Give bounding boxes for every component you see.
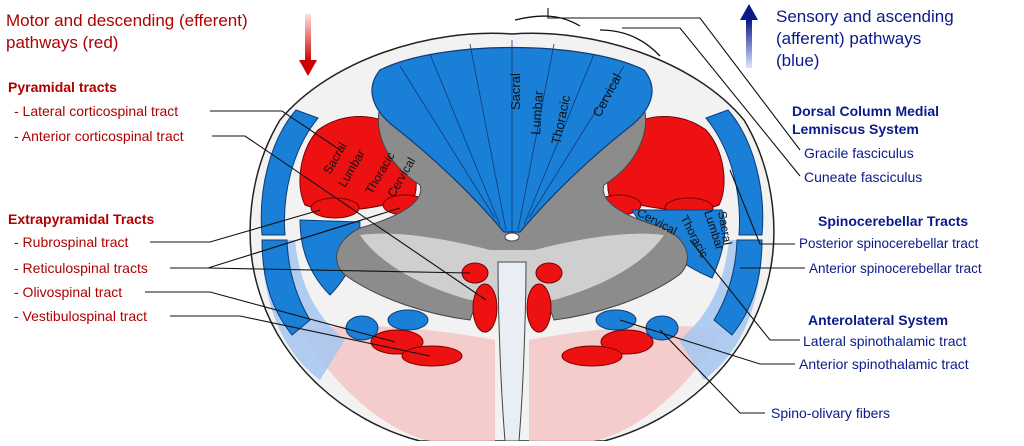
sensory-heading-line2: (afferent) pathways — [776, 29, 922, 48]
central-canal — [504, 232, 520, 242]
cuneate-brace — [599, 29, 661, 57]
sensory-heading-line1: Sensory and ascending — [776, 7, 954, 26]
reticulospinal-label: - Reticulospinal tracts — [14, 260, 148, 276]
right-segment-sacral: Sacral — [715, 210, 735, 246]
anterior-spinocerebellar-right — [713, 239, 763, 336]
spino-olivary-label: Spino-olivary fibers — [771, 405, 891, 421]
gracile-fasciculus-label: Gracile fasciculus — [804, 145, 914, 161]
vestibulospinal-label: - Vestibulospinal tract — [14, 308, 148, 324]
extrapyramidal-title: Extrapyramidal Tracts — [8, 211, 155, 227]
olivospinal-right — [600, 329, 654, 355]
dcml-title-line2: Lemniscus System — [792, 121, 919, 137]
rubrospinal-label: - Rubrospinal tract — [14, 234, 129, 250]
posterior-spinocerebellar-left — [260, 109, 319, 236]
sensory-heading-line3: (blue) — [776, 51, 820, 70]
dcml-title-line1: Dorsal Column Medial — [792, 103, 940, 119]
motor-heading-line2: pathways (red) — [6, 33, 119, 52]
anterior-spinothalamic-right — [595, 309, 637, 331]
dorsal-segment-sacral: Sacral — [508, 73, 523, 110]
olivospinal-left — [370, 329, 424, 355]
rubrospinal-left — [310, 197, 360, 219]
lateral-corticospinal-label: - Lateral corticospinal tract — [14, 103, 179, 119]
lateral-spinothalamic-label: Lateral spinothalamic tract — [803, 333, 967, 349]
anterior-spinothalamic-label: Anterior spinothalamic tract — [799, 356, 969, 372]
anterior-spinocerebellar-left — [261, 239, 311, 336]
anterior-corticospinal-right — [526, 283, 552, 333]
anterolateral-title: Anterolateral System — [808, 312, 949, 328]
blue-up-arrow-icon — [740, 4, 758, 68]
olivospinal-label: - Olivospinal tract — [14, 284, 123, 300]
anterior-spinothalamic-left — [387, 309, 429, 331]
cuneate-fasciculus-label: Cuneate fasciculus — [804, 169, 923, 185]
posterior-spinocerebellar-label: Posterior spinocerebellar tract — [799, 236, 979, 251]
vestibulospinal-right — [561, 345, 623, 367]
posterior-spinocerebellar-right — [705, 109, 764, 236]
dorsal-column-divisions — [399, 40, 625, 232]
anterior-spinocerebellar-label: Anterior spinocerebellar tract — [809, 261, 982, 276]
vestibulospinal-left — [401, 345, 463, 367]
pyramidal-title: Pyramidal tracts — [8, 79, 117, 95]
anterior-corticospinal-label: - Anterior corticospinal tract — [14, 128, 184, 144]
dorsal-segment-lumbar: Lumbar — [528, 90, 546, 136]
reticulospinal-right — [535, 262, 563, 284]
leader-lines — [145, 8, 805, 414]
spinocerebellar-title: Spinocerebellar Tracts — [818, 213, 969, 229]
anterior-corticospinal-left — [472, 283, 498, 333]
gracile-brace — [514, 15, 581, 27]
red-down-arrow-icon — [299, 14, 317, 76]
motor-heading-line1: Motor and descending (efferent) — [6, 11, 248, 30]
spino-olivary-left — [345, 315, 379, 341]
